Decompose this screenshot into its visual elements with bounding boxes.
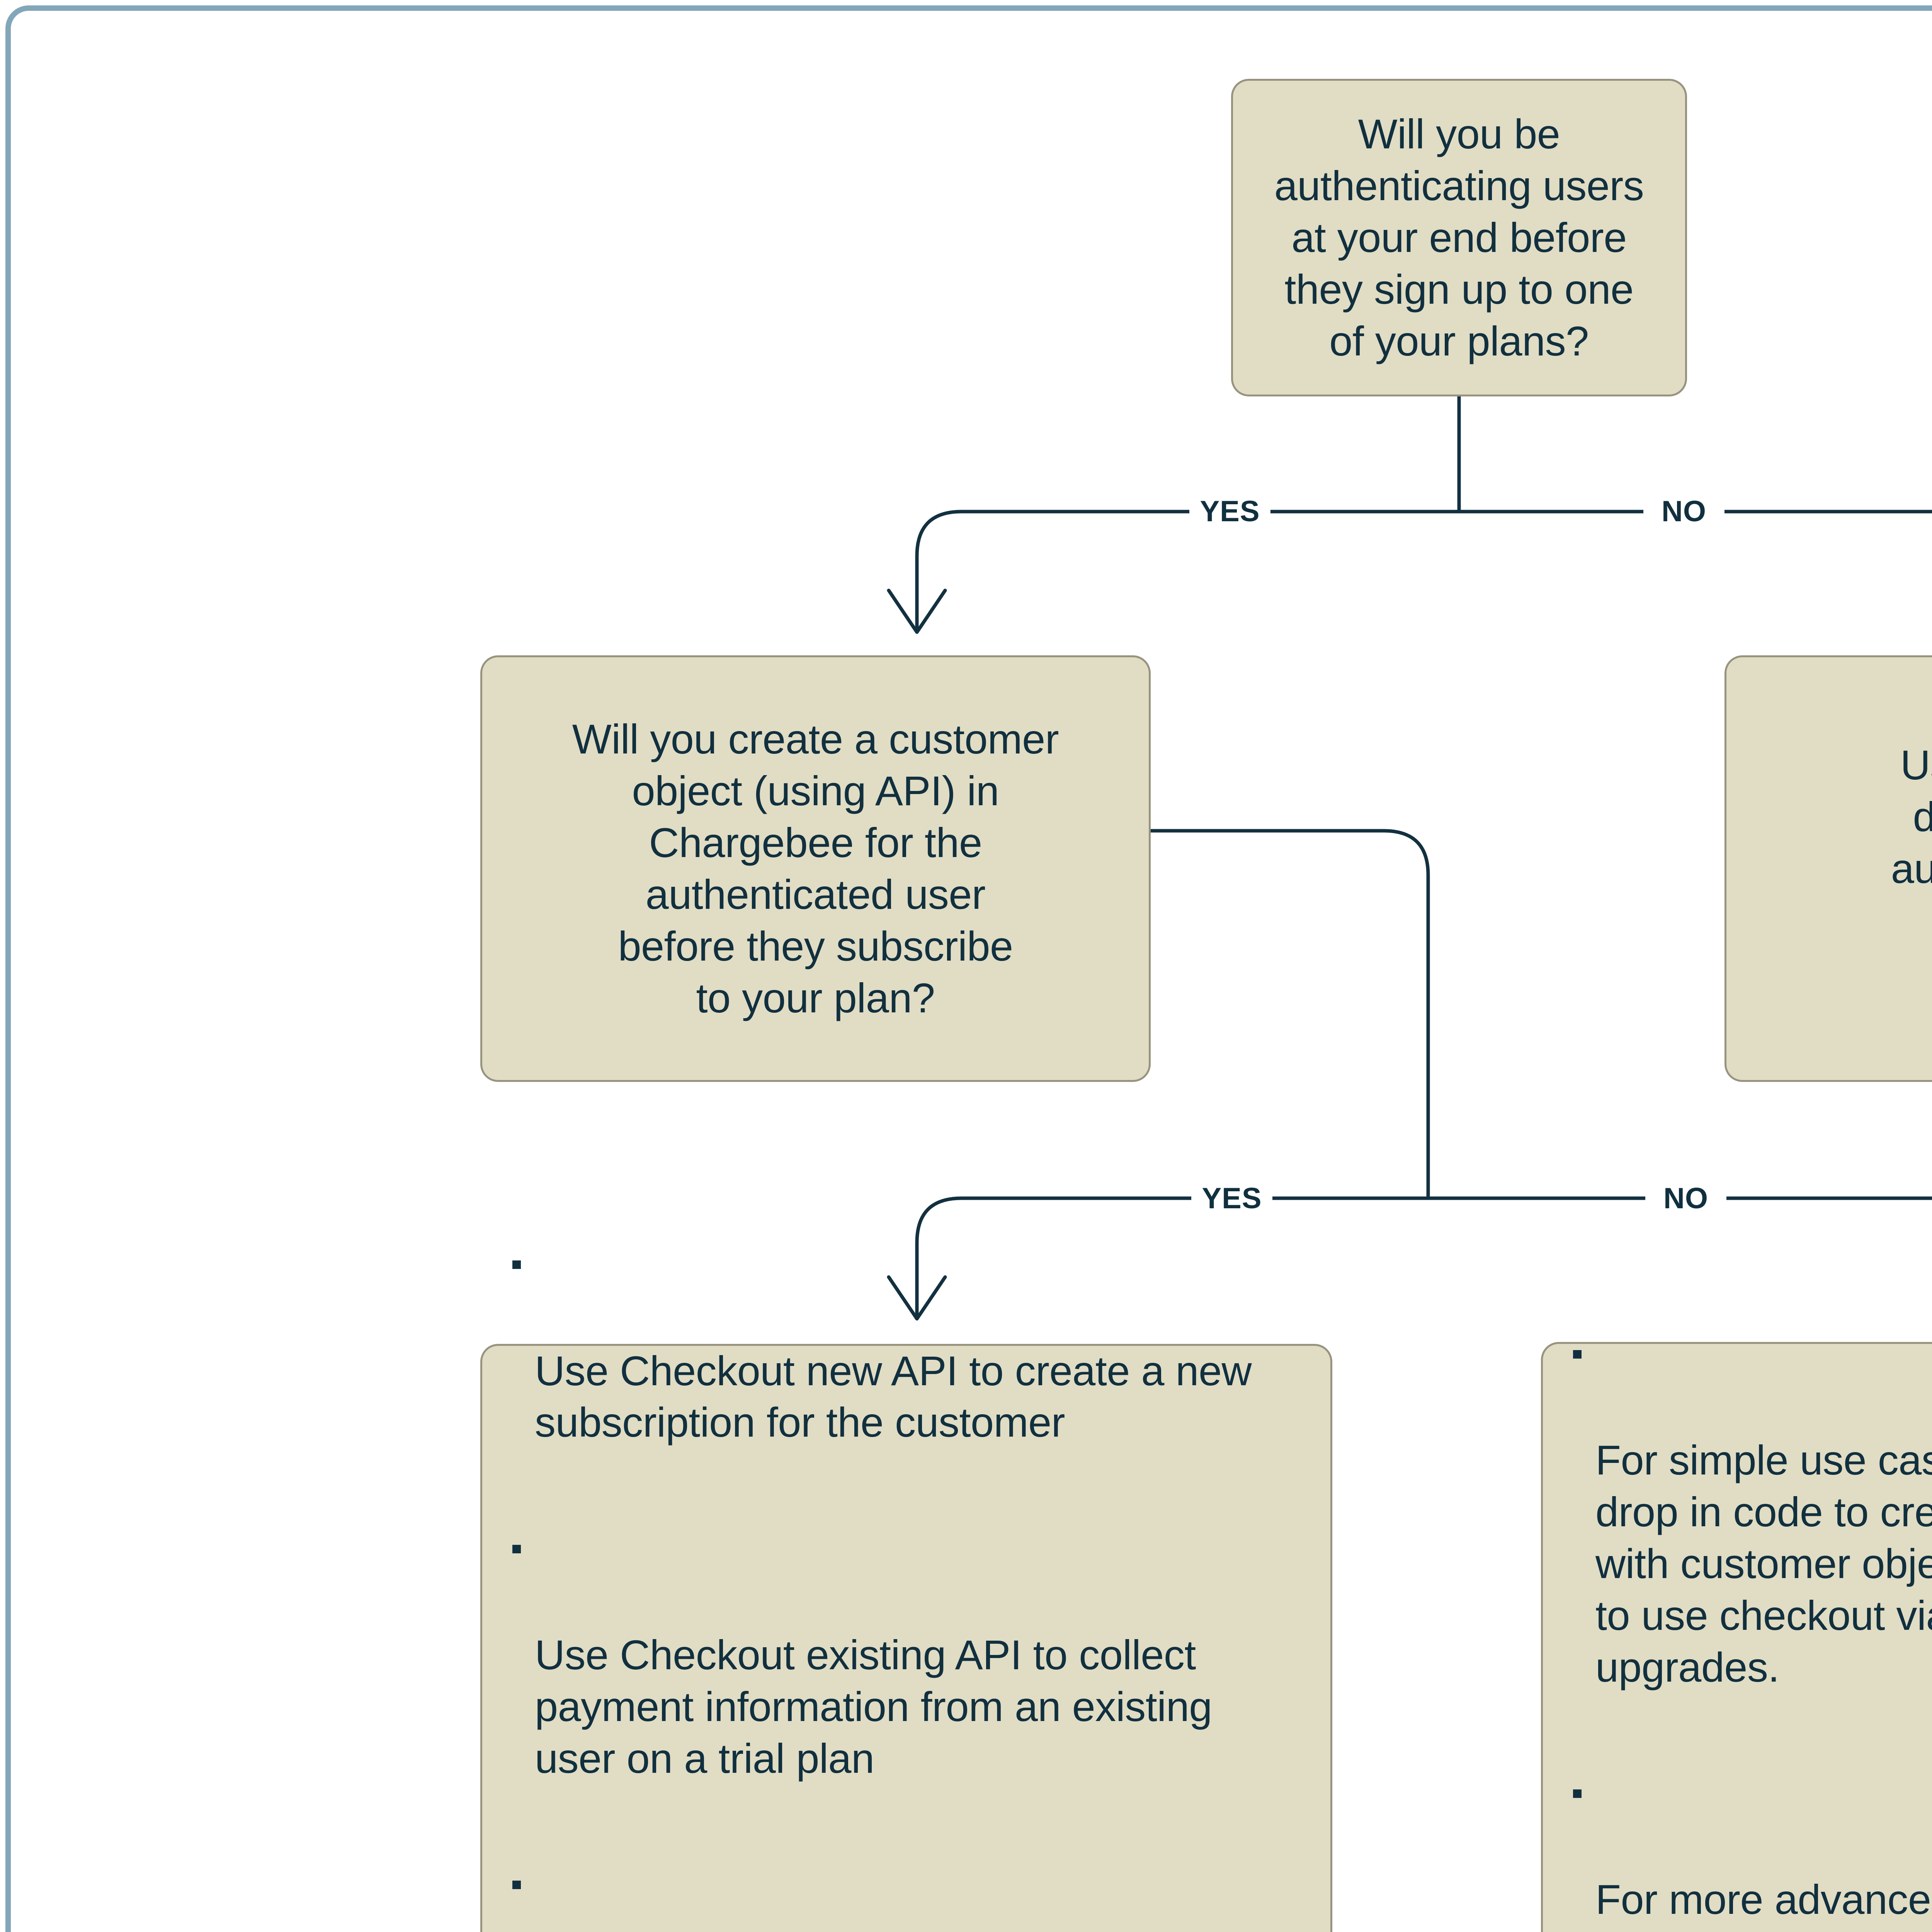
edge-label-no-row1: NO xyxy=(1643,471,1725,552)
outcome-node-dropin-or-api-list: For simple use cases, use checkout via d… xyxy=(1541,1342,1932,1932)
edge-label-no-row2: NO xyxy=(1645,1158,1726,1239)
outcome-node-dropin-script: Use Chargebee’s drop–in script to authen… xyxy=(1725,655,1932,1082)
edge-label-yes-row1: YES xyxy=(1189,471,1270,552)
list-item: For more advanced use case, use checkout… xyxy=(1573,1770,1932,1932)
edge-row2-yes xyxy=(915,1196,963,1317)
diagram-frame: Will you be authenticating users at your… xyxy=(5,5,1932,1932)
connector-layer xyxy=(887,395,1932,1321)
edge-q2-out xyxy=(1149,829,1430,1198)
square-bullet-icon xyxy=(512,1260,521,1269)
decision-node-authenticating-users-text: Will you be authenticating users at your… xyxy=(1274,111,1644,364)
square-bullet-icon xyxy=(1573,1350,1582,1359)
decision-node-create-customer-object: Will you create a customer object (using… xyxy=(480,655,1151,1082)
list-item-text: Use Checkout existing API to collect pay… xyxy=(535,1631,1212,1782)
edge-label-yes-row2: YES xyxy=(1191,1158,1272,1239)
list-item-text: Use Checkout new API to create a new sub… xyxy=(535,1347,1252,1446)
list-item: Use Checkout existing API to collect pay… xyxy=(512,1526,1303,1784)
arrowhead-row2-yes xyxy=(887,1275,947,1321)
checkout-api-bullet-list: Use Checkout new API to create a new sub… xyxy=(482,1190,1330,1932)
decision-node-create-customer-object-text: Will you create a customer object (using… xyxy=(572,716,1059,1021)
list-item: For simple use cases, use checkout via d… xyxy=(1573,1331,1932,1693)
list-item: Use Checkout existing API to change subs… xyxy=(512,1862,1303,1932)
square-bullet-icon xyxy=(512,1544,521,1553)
decision-node-authenticating-users: Will you be authenticating users at your… xyxy=(1231,79,1687,396)
arrowhead-row1-yes xyxy=(887,588,947,634)
list-item-text: For more advanced use case, use checkout… xyxy=(1595,1876,1932,1932)
square-bullet-icon xyxy=(1573,1789,1582,1798)
list-item: Use Checkout new API to create a new sub… xyxy=(512,1242,1303,1449)
outcome-node-dropin-script-text: Use Chargebee’s drop–in script to authen… xyxy=(1891,742,1932,892)
outcome-node-checkout-api-list: Use Checkout new API to create a new sub… xyxy=(480,1260,1332,1932)
list-item-text: For simple use cases, use checkout via d… xyxy=(1595,1436,1932,1690)
edge-row1-yes xyxy=(915,510,963,630)
dropin-or-api-bullet-list: For simple use cases, use checkout via d… xyxy=(1543,1279,1932,1932)
square-bullet-icon xyxy=(512,1881,521,1889)
